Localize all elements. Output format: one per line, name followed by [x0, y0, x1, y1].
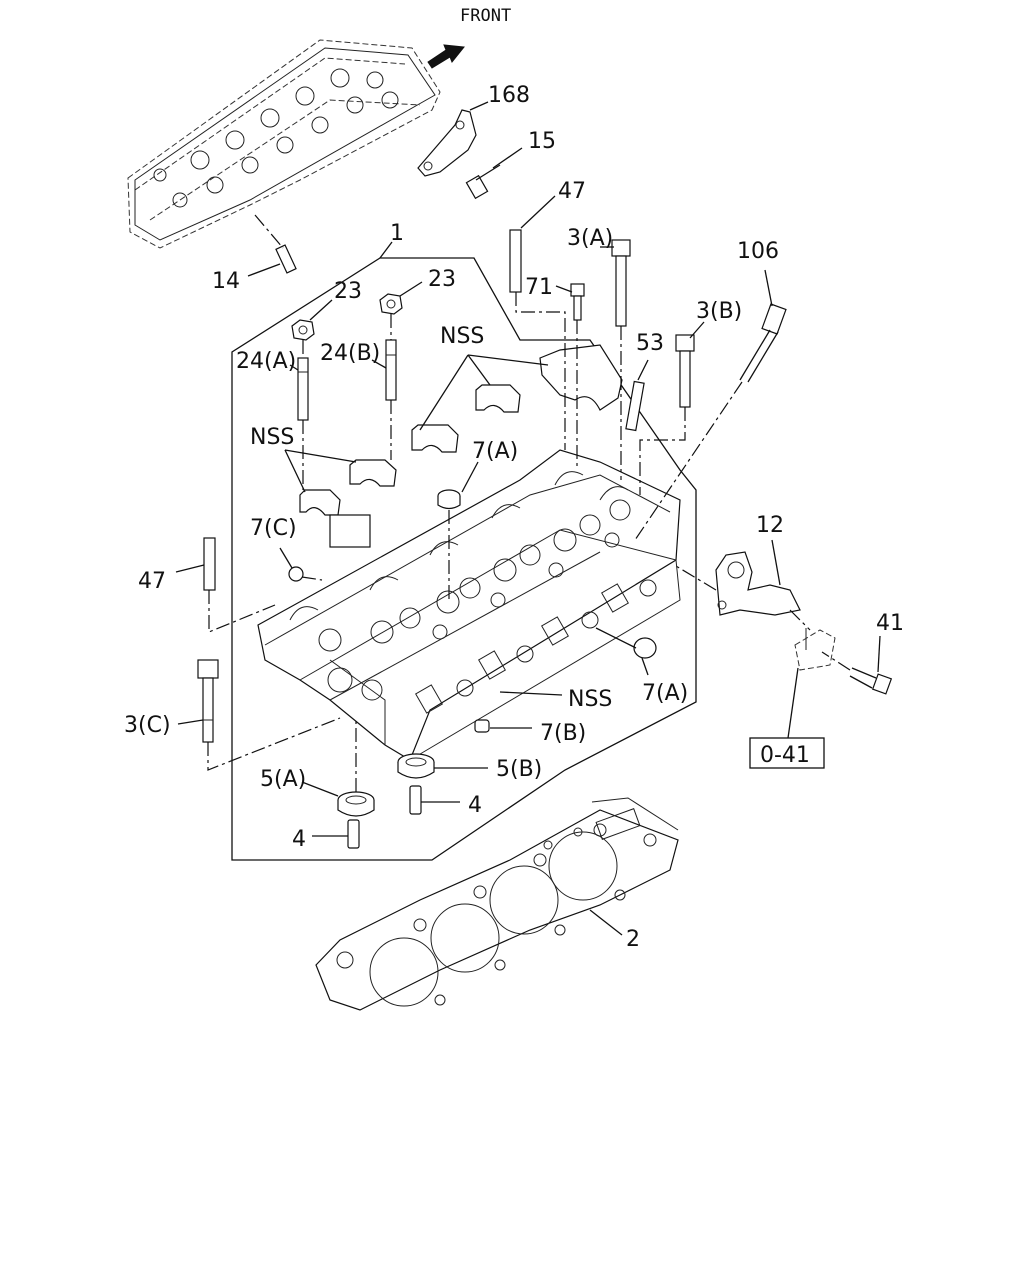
callout-3b: 3(B)	[696, 299, 742, 324]
cam-cap-4	[475, 384, 521, 413]
leader-15	[492, 147, 523, 169]
callout-1: 1	[390, 221, 404, 246]
callout-41: 41	[876, 611, 904, 636]
part-23-nut-left	[291, 319, 315, 341]
part-14-stud	[275, 244, 297, 274]
callout-106: 106	[737, 239, 779, 264]
callout-2: 2	[626, 927, 640, 952]
callout-23-right: 23	[428, 267, 456, 292]
callout-4-left: 4	[292, 827, 306, 852]
part-3b-bolt	[675, 334, 695, 408]
part-53-stud	[625, 380, 645, 432]
part-41-bolt	[849, 667, 893, 695]
callout-53: 53	[636, 331, 664, 356]
nss-leaders	[284, 354, 563, 696]
cylinder-head-body	[257, 449, 681, 761]
callout-7a-right: 7(A)	[642, 681, 688, 706]
callout-15: 15	[528, 129, 556, 154]
part-3c-bolt	[197, 659, 219, 743]
callout-24b: 24(B)	[320, 341, 380, 366]
cam-cap-pedestal	[329, 514, 371, 548]
callout-47-top: 47	[558, 179, 586, 204]
leader-14	[247, 263, 281, 277]
front-label: FRONT	[460, 6, 511, 26]
box-0-41	[749, 737, 825, 769]
cam-cap-1	[299, 489, 341, 516]
ghost-cylinder-head-reference	[127, 39, 441, 249]
part-4-dowel-left	[347, 819, 360, 849]
callout-12: 12	[756, 513, 784, 538]
cylinder-head-assembly-outline	[231, 257, 697, 861]
part-7a-plug-top	[437, 489, 461, 510]
callout-5a: 5(A)	[260, 767, 306, 792]
callout-nss-bottom: NSS	[568, 687, 612, 712]
callout-168: 168	[488, 83, 530, 108]
part-71-bolt	[570, 283, 585, 321]
callout-14: 14	[212, 269, 240, 294]
part-47-stud-left	[203, 537, 216, 591]
part-106-long-bolt	[739, 303, 787, 383]
part-47-stud-top	[509, 229, 522, 293]
cam-cap-3	[411, 424, 459, 453]
callout-23-left: 23	[334, 279, 362, 304]
callout-4-right: 4	[468, 793, 482, 818]
part-24a-stud	[297, 357, 309, 421]
callout-3a: 3(A)	[567, 226, 613, 251]
callout-7b: 7(B)	[540, 721, 586, 746]
callout-71: 71	[525, 275, 553, 300]
part-15-bolt	[465, 164, 501, 200]
part-24b-stud	[385, 339, 397, 401]
callout-47-left: 47	[138, 569, 166, 594]
callout-7a-top: 7(A)	[472, 439, 518, 464]
callout-24a: 24(A)	[236, 349, 296, 374]
callout-nss-left: NSS	[250, 425, 294, 450]
part-12-bracket	[715, 551, 801, 616]
part-3a-bolt	[611, 239, 631, 327]
part-7a-plug-right	[633, 637, 657, 659]
callout-5b: 5(B)	[496, 757, 542, 782]
part-5a-seal	[337, 791, 375, 817]
part-7c-plug	[288, 566, 304, 582]
callout-7c: 7(C)	[250, 516, 297, 541]
callout-3c: 3(C)	[124, 713, 171, 738]
part-23-nut-right	[379, 293, 403, 315]
part-0-41-reference	[794, 628, 836, 671]
cam-cap-2	[349, 459, 397, 487]
part-5b-seal	[397, 753, 435, 779]
cam-cap-5	[539, 344, 623, 411]
leader-168	[469, 101, 489, 111]
front-arrow-icon	[427, 44, 465, 69]
part-168-bracket	[417, 109, 477, 177]
callout-0-41: 0-41	[760, 743, 810, 768]
callout-nss-top: NSS	[440, 324, 484, 349]
part-4-dowel-right	[409, 785, 422, 815]
part-7b-plug	[474, 719, 490, 733]
part-2-head-gasket	[315, 797, 679, 1011]
